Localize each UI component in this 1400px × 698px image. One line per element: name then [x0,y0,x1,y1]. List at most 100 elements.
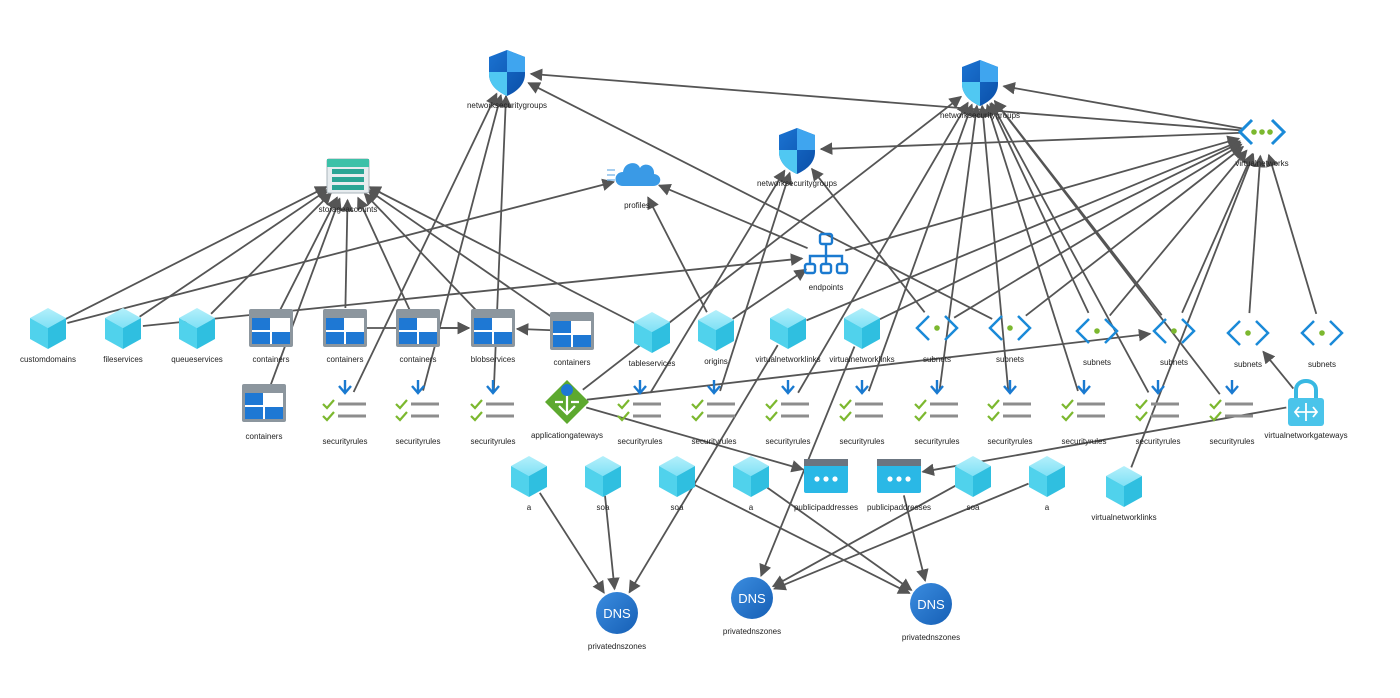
node-sr5[interactable]: securityrules [691,380,737,446]
node-nsg1[interactable]: networksecuritygroups [467,50,547,110]
node-cont4[interactable]: containers [550,312,594,367]
edge-cont4-to-blobservices [515,323,553,336]
rules-icon [839,380,883,422]
rules-icon [1061,380,1105,422]
cube-icon [1106,466,1142,507]
node-sr9[interactable]: securityrules [987,380,1033,446]
node-a1[interactable]: a [511,456,547,512]
node-queueservices[interactable]: queueservices [171,308,223,364]
node-sub5[interactable]: subnets [1226,320,1270,369]
edge-cont1-to-storage [279,196,338,311]
node-sub6[interactable]: subnets [1300,320,1344,369]
svg-text:DNS: DNS [917,597,945,612]
shield-icon [962,60,998,106]
endpoints-icon [803,232,849,275]
node-vng[interactable]: virtualnetworkgateways [1264,379,1348,440]
node-a2[interactable]: a [733,456,769,512]
node-label-sr3: securityrules [471,437,516,446]
subnet-icon [1300,320,1344,346]
node-pip1[interactable]: publicipaddresses [794,459,858,512]
node-sr10[interactable]: securityrules [1061,380,1107,446]
node-appgw[interactable]: applicationgateways [531,380,603,440]
edge-vnl1-to-pdz1 [628,344,779,594]
node-vnl3[interactable]: virtualnetworklinks [1091,466,1157,522]
node-cont2[interactable]: containers [323,309,367,364]
edge-cont4-to-storage [366,188,557,321]
node-soa1[interactable]: soa [585,456,621,512]
node-sr11[interactable]: securityrules [1135,380,1181,446]
node-blobservices[interactable]: blobservices [471,309,515,364]
node-label-sub4: subnets [1160,358,1188,367]
edge-queueservices-to-storage [210,192,332,315]
node-vnl1[interactable]: virtualnetworklinks [755,308,821,364]
node-label-a2: a [749,503,754,512]
node-a3[interactable]: a [1029,456,1065,512]
node-endpoints[interactable]: endpoints [803,232,849,292]
node-vnet[interactable]: virtualnetworks [1235,118,1289,168]
node-cont5[interactable]: containers [242,384,286,441]
edge-endpoints-to-vnet [844,135,1241,252]
node-sr1[interactable]: securityrules [322,380,368,446]
shield-icon [489,50,525,96]
node-label-profiles: profiles [624,201,650,210]
node-sr3[interactable]: securityrules [470,380,516,446]
node-origins[interactable]: origins [698,310,734,366]
cube-icon [844,308,880,349]
edge-vnet-to-nsg2 [1002,81,1243,130]
cube-icon [585,456,621,497]
subnet-icon [1152,318,1196,344]
container-icon [471,309,515,347]
node-sub2[interactable]: subnets [988,315,1032,364]
node-sr6[interactable]: securityrules [765,380,811,446]
node-storage[interactable]: storageaccounts [319,158,378,214]
node-soa3[interactable]: soa [955,456,991,512]
vnet-icon [1237,118,1287,146]
node-label-storage: storageaccounts [319,205,378,214]
node-label-nsg2: networksecuritygroups [940,111,1020,120]
svg-text:DNS: DNS [603,606,631,621]
node-pdz1[interactable]: DNS privatednszones [588,592,646,651]
node-sub4[interactable]: subnets [1152,318,1196,367]
node-label-sr10: securityrules [1062,437,1107,446]
node-nsg3[interactable]: networksecuritygroups [757,128,837,188]
node-label-vnl3: virtualnetworklinks [1091,513,1156,522]
node-vnl2[interactable]: virtualnetworklinks [829,308,895,364]
node-label-pdz1: privatednszones [588,642,646,651]
dns-icon: DNS [596,592,638,634]
edge-sr9-to-nsg2 [976,104,1010,391]
node-fileservices[interactable]: fileservices [103,308,143,364]
edge-vnet-to-nsg1 [529,68,1243,132]
node-label-cont5: containers [246,432,283,441]
cube-icon [634,312,670,353]
node-soa2[interactable]: soa [659,456,695,512]
node-nsg2[interactable]: networksecuritygroups [940,60,1020,120]
container-icon [550,312,594,350]
node-sub3[interactable]: subnets [1075,318,1119,367]
cube-icon [1029,456,1065,497]
node-sr8[interactable]: securityrules [914,380,960,446]
node-label-cont3: containers [400,355,437,364]
node-customdomains[interactable]: customdomains [20,308,76,364]
node-cont1[interactable]: containers [249,309,293,364]
rules-icon [1135,380,1179,422]
node-label-blobservices: blobservices [471,355,515,364]
node-profiles[interactable]: profiles [607,163,661,210]
cube-icon [179,308,215,349]
node-label-nsg1: networksecuritygroups [467,101,547,110]
node-tableservices[interactable]: tableservices [629,312,676,368]
node-sr12[interactable]: securityrules [1209,380,1255,446]
node-sr4[interactable]: securityrules [617,380,663,446]
node-cont3[interactable]: containers [396,309,440,364]
container-icon [249,309,293,347]
node-sub1[interactable]: subnets [915,315,959,364]
node-label-sr2: securityrules [396,437,441,446]
edge-vng-to-sub5 [1262,350,1295,390]
node-pip2[interactable]: publicipaddresses [867,459,931,512]
node-sr7[interactable]: securityrules [839,380,885,446]
node-sr2[interactable]: securityrules [395,380,441,446]
rules-icon [987,380,1031,422]
node-label-pip2: publicipaddresses [867,503,931,512]
node-label-customdomains: customdomains [20,355,76,364]
